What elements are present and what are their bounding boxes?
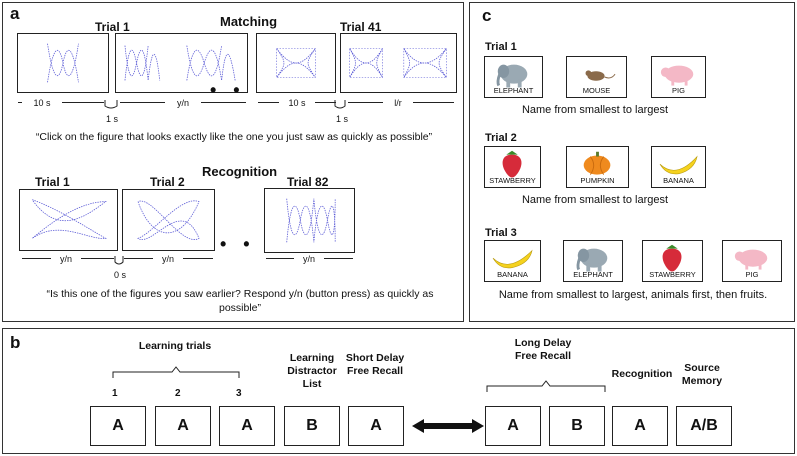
matching-trial-41-label: Trial 41 <box>340 20 382 34</box>
phase-box: A <box>485 406 541 446</box>
panel-b-label: b <box>10 333 21 352</box>
panel-c-label: c <box>482 6 492 25</box>
c-trial-2-instruction: Name from smallest to largest <box>521 194 669 206</box>
phase-box: A <box>219 406 275 446</box>
card-label: STAWBERRY <box>649 270 696 279</box>
recognition-response-82: y/n <box>294 254 324 264</box>
card-label: PIG <box>672 86 685 95</box>
recognition-response-2: y/n <box>153 254 183 264</box>
panel-a <box>2 2 464 322</box>
card-elephant: ELEPHANT <box>563 240 623 282</box>
matching-response-1: y/n <box>165 98 201 108</box>
recognition-figure-1[interactable] <box>19 189 118 251</box>
long-delay-brace <box>486 380 606 392</box>
card-mouse: MOUSE <box>566 56 627 98</box>
matching-trial-1-label: Trial 1 <box>95 20 130 34</box>
recognition-figure-2[interactable] <box>122 189 215 251</box>
matching-response-41: l/r <box>383 98 413 108</box>
c-trial-2-title: Trial 2 <box>485 132 517 144</box>
gap-bracket-41 <box>334 100 346 109</box>
recognition-gap: 0 s <box>113 270 126 280</box>
card-strawberry: STAWBERRY <box>484 146 541 188</box>
card-pig: PIG <box>722 240 782 282</box>
recognition-title: Recognition <box>202 164 278 179</box>
matching-gap-41: 1 s <box>335 114 348 124</box>
recognition-instruction: “Is this one of the figures you saw earl… <box>46 288 434 314</box>
matching-gap-1: 1 s <box>105 114 118 124</box>
phase-box: A/B <box>676 406 732 446</box>
learning-trials-header: Learning trials <box>138 340 212 352</box>
card-banana: BANANA <box>484 240 541 282</box>
source-memory-header: Source Memory <box>681 362 723 387</box>
c-trial-3-instruction: Name from smallest to largest, animals f… <box>498 289 768 301</box>
card-label: BANANA <box>663 176 694 185</box>
c-trial-1-title: Trial 1 <box>485 41 517 53</box>
c-trial-1-instruction: Name from smallest to largest <box>521 104 669 116</box>
trial-number-2: 2 <box>175 388 181 399</box>
card-label: PIG <box>745 270 759 279</box>
matching-choice-figure-41[interactable] <box>340 33 457 93</box>
c-trial-3-title: Trial 3 <box>485 227 517 239</box>
recognition-trial-1-label: Trial 1 <box>35 175 70 189</box>
gap-bracket-recognition <box>114 256 124 265</box>
matching-duration-1: 10 s <box>22 98 62 108</box>
trial-number-3: 3 <box>236 388 242 399</box>
card-banana: BANANA <box>651 146 706 188</box>
card-label: PUMPKIN <box>580 176 615 185</box>
card-pig: PIG <box>651 56 706 98</box>
phase-box: B <box>549 406 605 446</box>
phase-box: A <box>348 406 404 446</box>
matching-ellipsis: • • • <box>210 80 269 100</box>
long-delay-header: Long Delay Free Recall <box>514 337 572 362</box>
card-pumpkin: PUMPKIN <box>566 146 629 188</box>
card-label: STAWBERRY <box>489 176 536 185</box>
phase-box: A <box>155 406 211 446</box>
short-delay-header: Short Delay Free Recall <box>345 352 405 377</box>
phase-box: A <box>90 406 146 446</box>
phase-box: A <box>612 406 668 446</box>
card-label: ELEPHANT <box>573 270 613 279</box>
panel-a-label: a <box>10 4 20 23</box>
matching-target-figure-41 <box>256 33 336 93</box>
learning-trials-brace <box>112 366 240 378</box>
card-label: MOUSE <box>582 86 611 95</box>
recognition-response-1: y/n <box>51 254 81 264</box>
matching-target-figure-1 <box>17 33 109 93</box>
matching-duration-41: 10 s <box>279 98 315 108</box>
card-label: BANANA <box>497 270 528 279</box>
recognition-figure-82[interactable] <box>264 188 355 253</box>
panel-c <box>469 2 795 322</box>
recognition-trial-82-label: Trial 82 <box>287 175 329 189</box>
matching-instruction: “Click on the figure that looks exactly … <box>35 131 433 143</box>
learning-distractor-header: Learning Distractor List <box>287 352 337 390</box>
recognition-trial-2-label: Trial 2 <box>150 175 185 189</box>
phase-box: B <box>284 406 340 446</box>
recognition-ellipsis: • • • <box>220 234 279 254</box>
matching-choice-figure-1[interactable] <box>115 33 248 93</box>
delay-double-arrow <box>412 419 484 433</box>
matching-title: Matching <box>220 14 278 29</box>
timeline-line <box>66 102 104 103</box>
card-label: ELEPHANT <box>493 86 534 95</box>
trial-number-1: 1 <box>112 388 118 399</box>
card-elephant: ELEPHANT <box>484 56 543 98</box>
panel-b <box>2 328 795 454</box>
gap-bracket-1 <box>104 100 118 109</box>
recognition-header: Recognition <box>611 368 673 380</box>
card-strawberry: STAWBERRY <box>642 240 703 282</box>
